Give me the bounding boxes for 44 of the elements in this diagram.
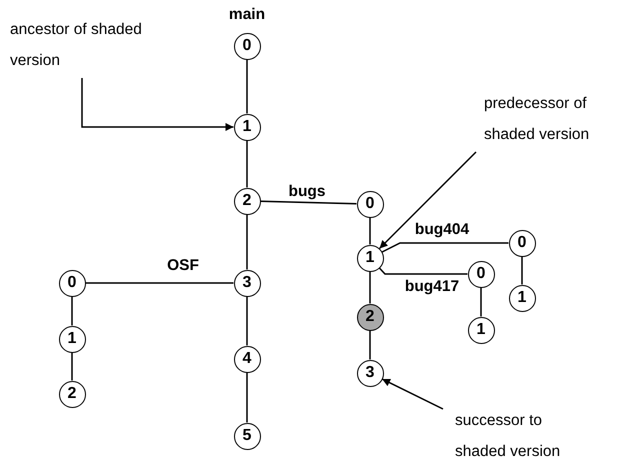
- connector-line: [369, 330, 371, 360]
- version-circle: 1: [58, 326, 86, 352]
- annotation-text: predecessor of shaded version: [484, 88, 624, 150]
- version-circle: 2: [234, 188, 260, 214]
- connector-line: [246, 372, 248, 422]
- annotation-text: successor to shaded version: [455, 405, 580, 467]
- annotation-text: ancestor of shaded version: [10, 14, 145, 76]
- connector-line: [378, 267, 468, 275]
- version-circle: 1: [508, 284, 536, 312]
- connector-line: [521, 256, 523, 284]
- connector-line: [71, 352, 73, 380]
- version-circle: 1: [356, 244, 384, 272]
- connector-line: [369, 272, 371, 304]
- connector-line: [382, 242, 508, 253]
- arrow: [81, 78, 234, 131]
- version-circle: 1: [234, 114, 260, 140]
- shaded-version-circle: 2: [356, 304, 384, 330]
- version-circle: 0: [468, 260, 494, 288]
- branch-name: bug404: [414, 221, 470, 239]
- version-circle: 2: [58, 380, 86, 408]
- connector-line: [246, 214, 248, 270]
- version-circle: 3: [234, 270, 260, 296]
- branch-name: bugs: [288, 183, 326, 201]
- connector-line: [369, 218, 371, 244]
- version-circle: 3: [356, 360, 384, 386]
- version-circle: 0: [356, 190, 384, 218]
- connector-line: [86, 282, 234, 284]
- version-circle: 0: [508, 230, 536, 256]
- arrow: [378, 151, 477, 250]
- branch-name: OSF: [167, 257, 199, 275]
- connector-line: [71, 296, 73, 326]
- connector-line: [246, 140, 248, 188]
- branch-name: main: [228, 6, 266, 24]
- connector-line: [246, 60, 248, 114]
- version-circle: 4: [234, 346, 260, 372]
- branch-name: bug417: [404, 278, 460, 296]
- connector-line: [260, 200, 357, 204]
- arrow: [382, 378, 444, 410]
- version-circle: 0: [58, 270, 86, 296]
- connector-line: [480, 288, 482, 316]
- version-circle: 5: [234, 422, 260, 450]
- connector-line: [246, 296, 248, 346]
- version-circle: 1: [468, 316, 494, 344]
- version-circle: 0: [234, 32, 260, 60]
